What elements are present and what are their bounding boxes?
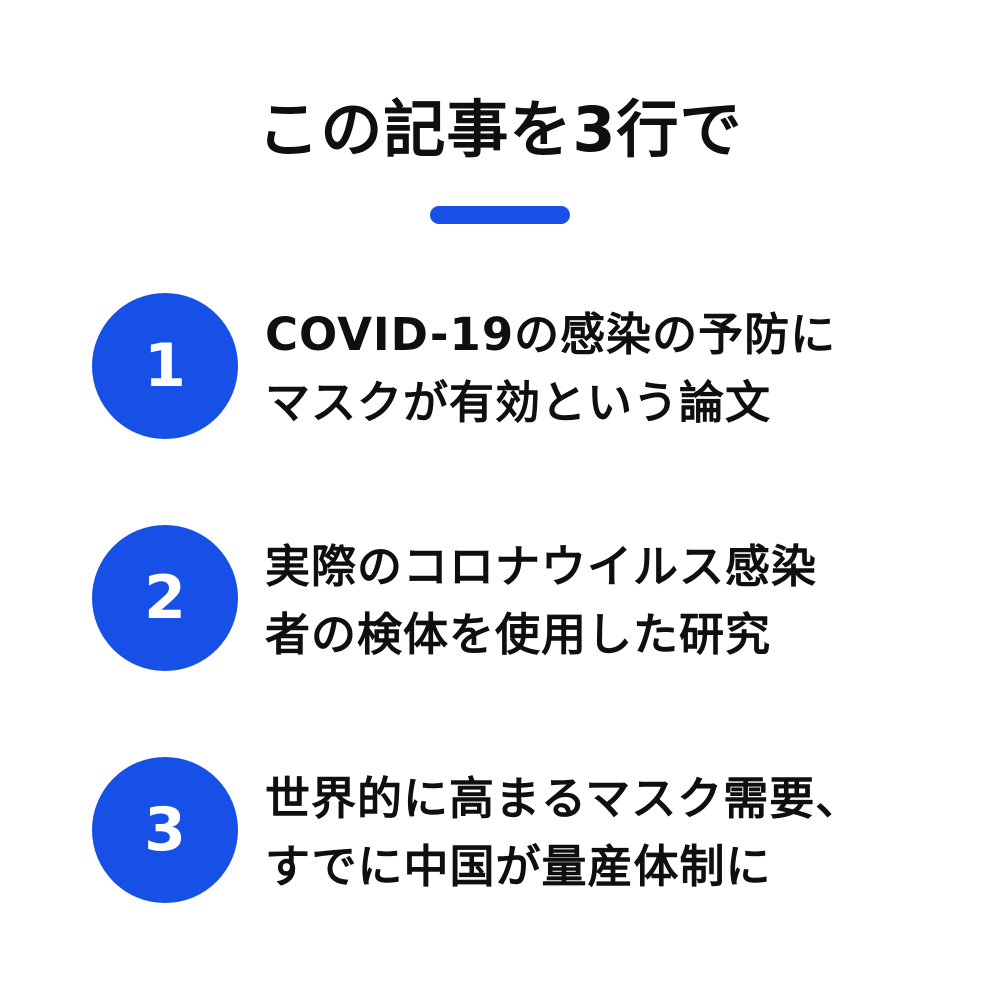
- summary-line-2a: 実際のコロナウイルス感染: [265, 540, 818, 593]
- summary-line-2b: 者の検体を使用した研究: [265, 608, 772, 661]
- summary-item-1: 1 COVID-19の感染の予防に マスクが有効という論文: [92, 293, 952, 443]
- summary-item-3: 3 世界的に高まるマスク需要、 すでに中国が量産体制に: [92, 757, 952, 907]
- title-underline: [430, 206, 570, 224]
- number-badge-2: 2: [92, 525, 238, 671]
- summary-line-3b: すでに中国が量産体制に: [265, 840, 772, 893]
- number-badge-1: 1: [92, 293, 238, 439]
- summary-line-3a: 世界的に高まるマスク需要、: [265, 772, 862, 825]
- number-badge-3: 3: [92, 757, 238, 903]
- summary-item-2: 2 実際のコロナウイルス感染 者の検体を使用した研究: [92, 525, 952, 675]
- summary-line-1b: マスクが有効という論文: [265, 376, 772, 429]
- page-title: この記事を3行で: [257, 93, 743, 166]
- summary-text-1: COVID-19の感染の予防に マスクが有効という論文: [265, 301, 955, 437]
- summary-text-2: 実際のコロナウイルス感染 者の検体を使用した研究: [265, 533, 955, 669]
- summary-text-3: 世界的に高まるマスク需要、 すでに中国が量産体制に: [265, 765, 955, 901]
- summary-line-1a: COVID-19の感染の予防に: [265, 308, 837, 361]
